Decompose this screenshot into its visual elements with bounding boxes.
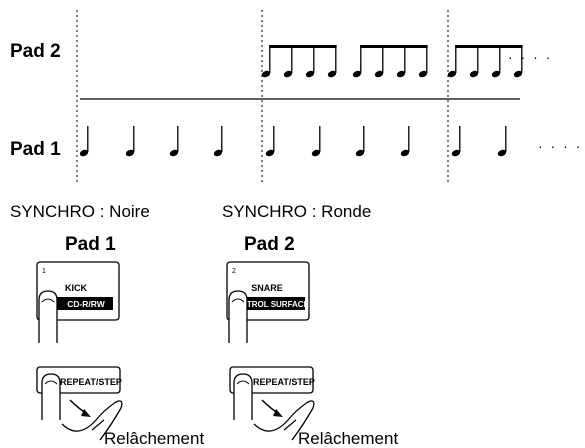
finger-press-icon — [228, 290, 248, 343]
fingernail — [41, 298, 55, 303]
quarter-note — [169, 126, 179, 157]
note-beam — [269, 45, 337, 48]
note-head — [169, 149, 179, 157]
eighth-note-group — [261, 45, 337, 78]
note-head — [355, 149, 365, 157]
note-head — [418, 70, 428, 78]
repeat-step-label: REPEAT/STEP — [253, 377, 315, 387]
note-head — [311, 149, 321, 157]
pad-2-source-bar — [233, 297, 305, 310]
note-head — [327, 70, 337, 78]
note-head — [469, 70, 479, 78]
eighth-note-group — [352, 45, 428, 78]
quarter-note — [355, 126, 365, 157]
note-head — [374, 70, 384, 78]
quarter-note — [400, 126, 410, 157]
note-head — [352, 70, 362, 78]
finger-release-icon — [253, 400, 315, 441]
quarter-note — [311, 126, 321, 157]
pad-2-notes — [261, 45, 523, 78]
pad-1-source: CD-R/RW — [67, 299, 106, 309]
fingernail — [44, 380, 58, 385]
release-arrowhead-icon — [273, 409, 283, 417]
note-head — [497, 149, 507, 157]
ellipsis-pad-2: · · · · — [508, 49, 552, 65]
release-label-left: Relâchement — [104, 429, 204, 448]
note-head — [447, 70, 457, 78]
note-head — [491, 70, 501, 78]
pad-2-heading: Pad 2 — [244, 234, 295, 255]
note-head — [213, 149, 223, 157]
quarter-note — [265, 126, 275, 157]
caption-synchro-ronde: SYNCHRO : Ronde — [222, 202, 371, 221]
note-beam — [360, 45, 428, 48]
callout-line — [283, 419, 297, 431]
note-head — [283, 70, 293, 78]
ellipsis-pad-1: · · · · — [538, 138, 582, 154]
note-head — [400, 149, 410, 157]
note-head — [265, 149, 275, 157]
note-head — [305, 70, 315, 78]
finger-press-icon — [41, 373, 61, 420]
pad-1-source-bar — [57, 297, 113, 310]
note-head — [396, 70, 406, 78]
eighth-note-group — [447, 45, 523, 78]
finger-press-icon — [38, 290, 58, 343]
fingernail — [231, 298, 245, 303]
note-beam — [455, 45, 523, 48]
quarter-note — [451, 126, 461, 157]
pad-1-name: KICK — [65, 283, 87, 293]
timeline: Pad 2 Pad 1 · · · · · · · · — [10, 10, 582, 183]
quarter-note — [213, 126, 223, 157]
note-head — [261, 70, 271, 78]
quarter-note — [125, 126, 135, 157]
finger-press-icon — [233, 373, 253, 420]
pad-1-notes — [79, 126, 507, 157]
pad-2-name: SNARE — [251, 283, 283, 293]
pad-1-number: 1 — [42, 268, 46, 275]
note-head — [513, 70, 523, 78]
row-label-pad-1: Pad 1 — [10, 139, 61, 160]
release-label-right: Relâchement — [298, 429, 398, 448]
note-head — [451, 149, 461, 157]
repeat-step-label: REPEAT/STEP — [60, 377, 122, 387]
pad-2-number: 2 — [232, 268, 236, 275]
pad-2-source: CONTROL SURFACE — [229, 300, 310, 309]
quarter-note — [79, 126, 89, 157]
pad-1-heading: Pad 1 — [65, 234, 116, 255]
quarter-note — [497, 126, 507, 157]
finger-release-icon — [61, 400, 123, 441]
caption-synchro-noire: SYNCHRO : Noire — [10, 202, 150, 221]
note-head — [79, 149, 89, 157]
callout-line — [91, 419, 105, 431]
note-head — [125, 149, 135, 157]
fingernail — [236, 380, 250, 385]
row-label-pad-2: Pad 2 — [10, 41, 61, 62]
release-arrowhead-icon — [81, 409, 91, 417]
